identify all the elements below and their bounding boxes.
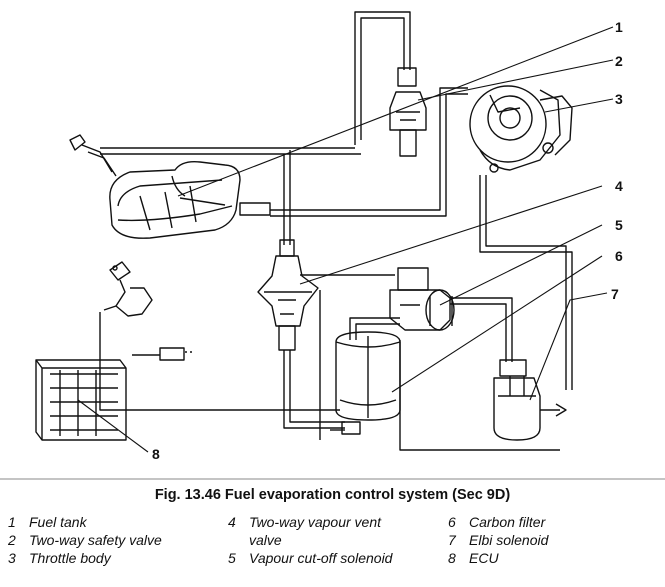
legend-item: 3 Throttle body (8, 550, 111, 566)
ecu (35, 347, 185, 441)
legend-label: Fuel tank (29, 514, 87, 530)
legend-number: 2 (8, 532, 16, 548)
legend-item: 1 Fuel tank (8, 514, 87, 530)
legend-label: valve (249, 532, 282, 548)
legend-item: 2 Two-way safety valve (8, 532, 162, 548)
legend-label: Carbon filter (469, 514, 546, 530)
callout-2: 2 (615, 53, 623, 69)
carbon-filter (335, 331, 401, 435)
callout-leaders (77, 26, 614, 453)
legend-item: 7 Elbi solenoid (448, 532, 548, 548)
legend-label: Vapour cut-off solenoid (249, 550, 393, 566)
legend-number: 7 (448, 532, 456, 548)
legend-number: 1 (8, 514, 16, 530)
legend-item: 8 ECU (448, 550, 499, 566)
fuel-evaporation-diagram: 1 2 3 4 5 6 7 8 (0, 11, 665, 480)
legend-number: 4 (228, 514, 236, 530)
sensor-connector (103, 261, 153, 317)
callout-7: 7 (611, 286, 619, 302)
legend-number: 8 (448, 550, 456, 566)
callout-1: 1 (615, 19, 623, 35)
vapour-cut-off-solenoid (389, 267, 455, 331)
two-way-vapour-vent-valve (257, 239, 319, 351)
legend-label: Elbi solenoid (469, 532, 549, 548)
legend-label: Two-way safety valve (29, 532, 162, 548)
legend-label: Throttle body (29, 550, 111, 566)
callout-5: 5 (615, 217, 623, 233)
callout-6: 6 (615, 248, 623, 264)
elbi-solenoid (493, 359, 567, 441)
legend-item: 5 Vapour cut-off solenoid (228, 550, 392, 566)
legend-number: 5 (228, 550, 236, 566)
callout-numbers: 1 2 3 4 5 6 7 8 (152, 19, 623, 462)
two-way-safety-valve (389, 67, 427, 157)
callout-8: 8 (152, 446, 160, 462)
legend-item: 6 Carbon filter (448, 514, 545, 530)
legend-number: 3 (8, 550, 16, 566)
legend-number: 6 (448, 514, 456, 530)
throttle-body (469, 85, 573, 173)
callout-4: 4 (615, 178, 623, 194)
legend-label: Two-way vapour vent (249, 514, 382, 530)
figure-caption: Fig. 13.46 Fuel evaporation control syst… (154, 487, 511, 503)
legend-item: valve (228, 532, 282, 548)
pipe-network (99, 11, 573, 451)
legend-item: 4 Two-way vapour vent (228, 514, 381, 530)
fuel-tank (69, 134, 271, 239)
callout-3: 3 (615, 91, 623, 107)
legend-label: ECU (469, 550, 499, 566)
